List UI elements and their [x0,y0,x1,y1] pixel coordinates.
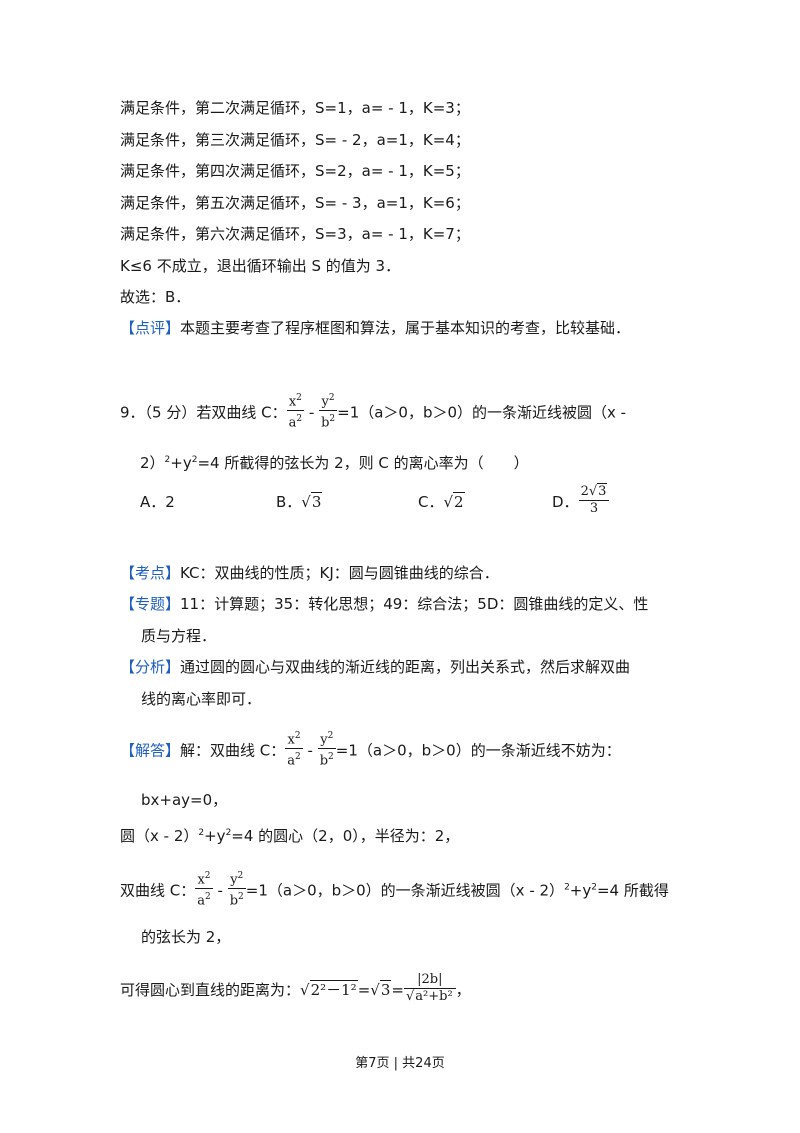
q9-stem-line-2: 2）2+y2=4 所截得的弦长为 2，则 C 的离心率为（ ） [140,454,529,472]
fenxi-tag: 【分析】 [120,658,181,676]
choice-a: A．2 [140,493,175,511]
solution-line-2: bx+ay=0， [141,791,228,809]
text-line-2: 满足条件，第三次满足循环，S= - 2，a=1，K=4； [120,131,470,149]
q9-eq-tail: =1（a＞0，b＞0）的一条渐近线被圆（x - [337,403,627,422]
review-line: 【点评】本题主要考查了程序框图和算法，属于基本知识的考查，比较基础． [120,318,630,338]
text-line-3: 满足条件，第四次满足循环，S=2，a= - 1，K=5； [120,162,470,180]
text-line-4: 满足条件，第五次满足循环，S= - 3，a=1，K=6； [120,194,470,212]
solution-line-3: 圆（x - 2）2+y2=4 的圆心（2，0），半径为：2， [120,827,460,845]
text-line-7: 故选：B． [120,288,191,306]
fenxi-line-1: 【分析】通过圆的圆心与双曲线的渐近线的距离，列出关系式，然后求解双曲 [120,658,631,676]
text-line-5: 满足条件，第六次满足循环，S=3，a= - 1，K=7； [120,225,470,243]
choice-c: C．√2 [418,492,465,511]
text-line-1: 满足条件，第二次满足循环，S=1，a= - 1，K=3； [120,99,470,117]
sqrt-distance: √2²－1² [300,980,358,999]
review-tag: 【点评】 [120,319,181,337]
sqrt-3: √3 [370,980,392,999]
kaodian-line: 【考点】KC：双曲线的性质；KJ：圆与圆锥曲线的综合． [120,564,499,582]
sqrt-3: √3 [301,492,323,511]
solution-line-5: 的弦长为 2， [141,928,231,946]
q9-prefix: 9．（5 分）若双曲线 C： [120,403,287,422]
zhuanti-line-1: 【专题】11：计算题；35：转化思想；49：综合法；5D：圆锥曲线的定义、性 [120,595,649,613]
page-footer: 第7页 | 共24页 [355,1056,445,1071]
kaodian-tag: 【考点】 [120,564,181,582]
text-line-6: K≤6 不成立，退出循环输出 S 的值为 3． [120,257,401,275]
fenxi-line-2: 线的离心率即可． [141,690,262,708]
choice-b: B．√3 [276,492,323,511]
zhuanti-tag: 【专题】 [120,595,181,613]
solution-line-6: 可得圆心到直线的距离为：√2²－1²=√3=|2b|√a²+b²， [120,972,471,1005]
fraction-distance: |2b|√a²+b² [403,972,456,1005]
sqrt-2: √2 [443,492,465,511]
jieda-tag: 【解答】 [120,741,181,760]
zhuanti-line-2: 质与方程． [141,627,217,645]
review-text: 本题主要考查了程序框图和算法，属于基本知识的考查，比较基础． [180,319,631,337]
